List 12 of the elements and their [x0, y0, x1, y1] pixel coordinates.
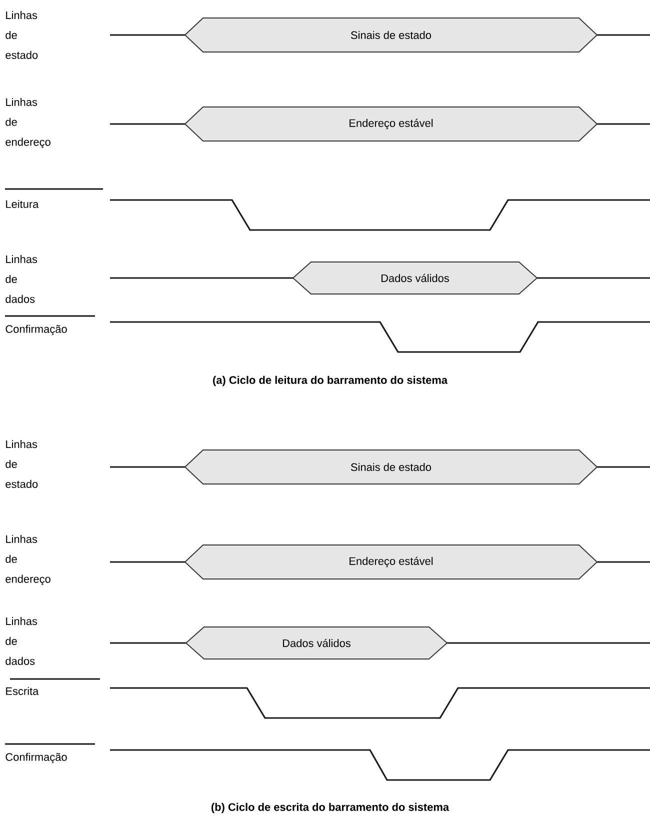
signal-name: Linhas de dados — [6, 617, 38, 665]
signal-name: Leitura — [6, 200, 39, 208]
signal-name: Confirmação — [6, 324, 67, 336]
signal-name: Linhas de endereço — [6, 534, 50, 586]
signal-name: Escrita — [6, 686, 39, 696]
signal-name: Linhas de dados — [6, 255, 38, 303]
caption: (a) Ciclo de leitura do barramento do sistema — [213, 376, 448, 386]
signal-name: Linhas de estado — [6, 440, 38, 488]
signal-name: Linhas de endereço — [6, 98, 50, 148]
signal-name: Linhas de estado — [6, 11, 38, 59]
caption: (b) Ciclo de escrita do barramento do sistema — [212, 802, 450, 814]
signal-name: Confirmação — [6, 752, 67, 764]
